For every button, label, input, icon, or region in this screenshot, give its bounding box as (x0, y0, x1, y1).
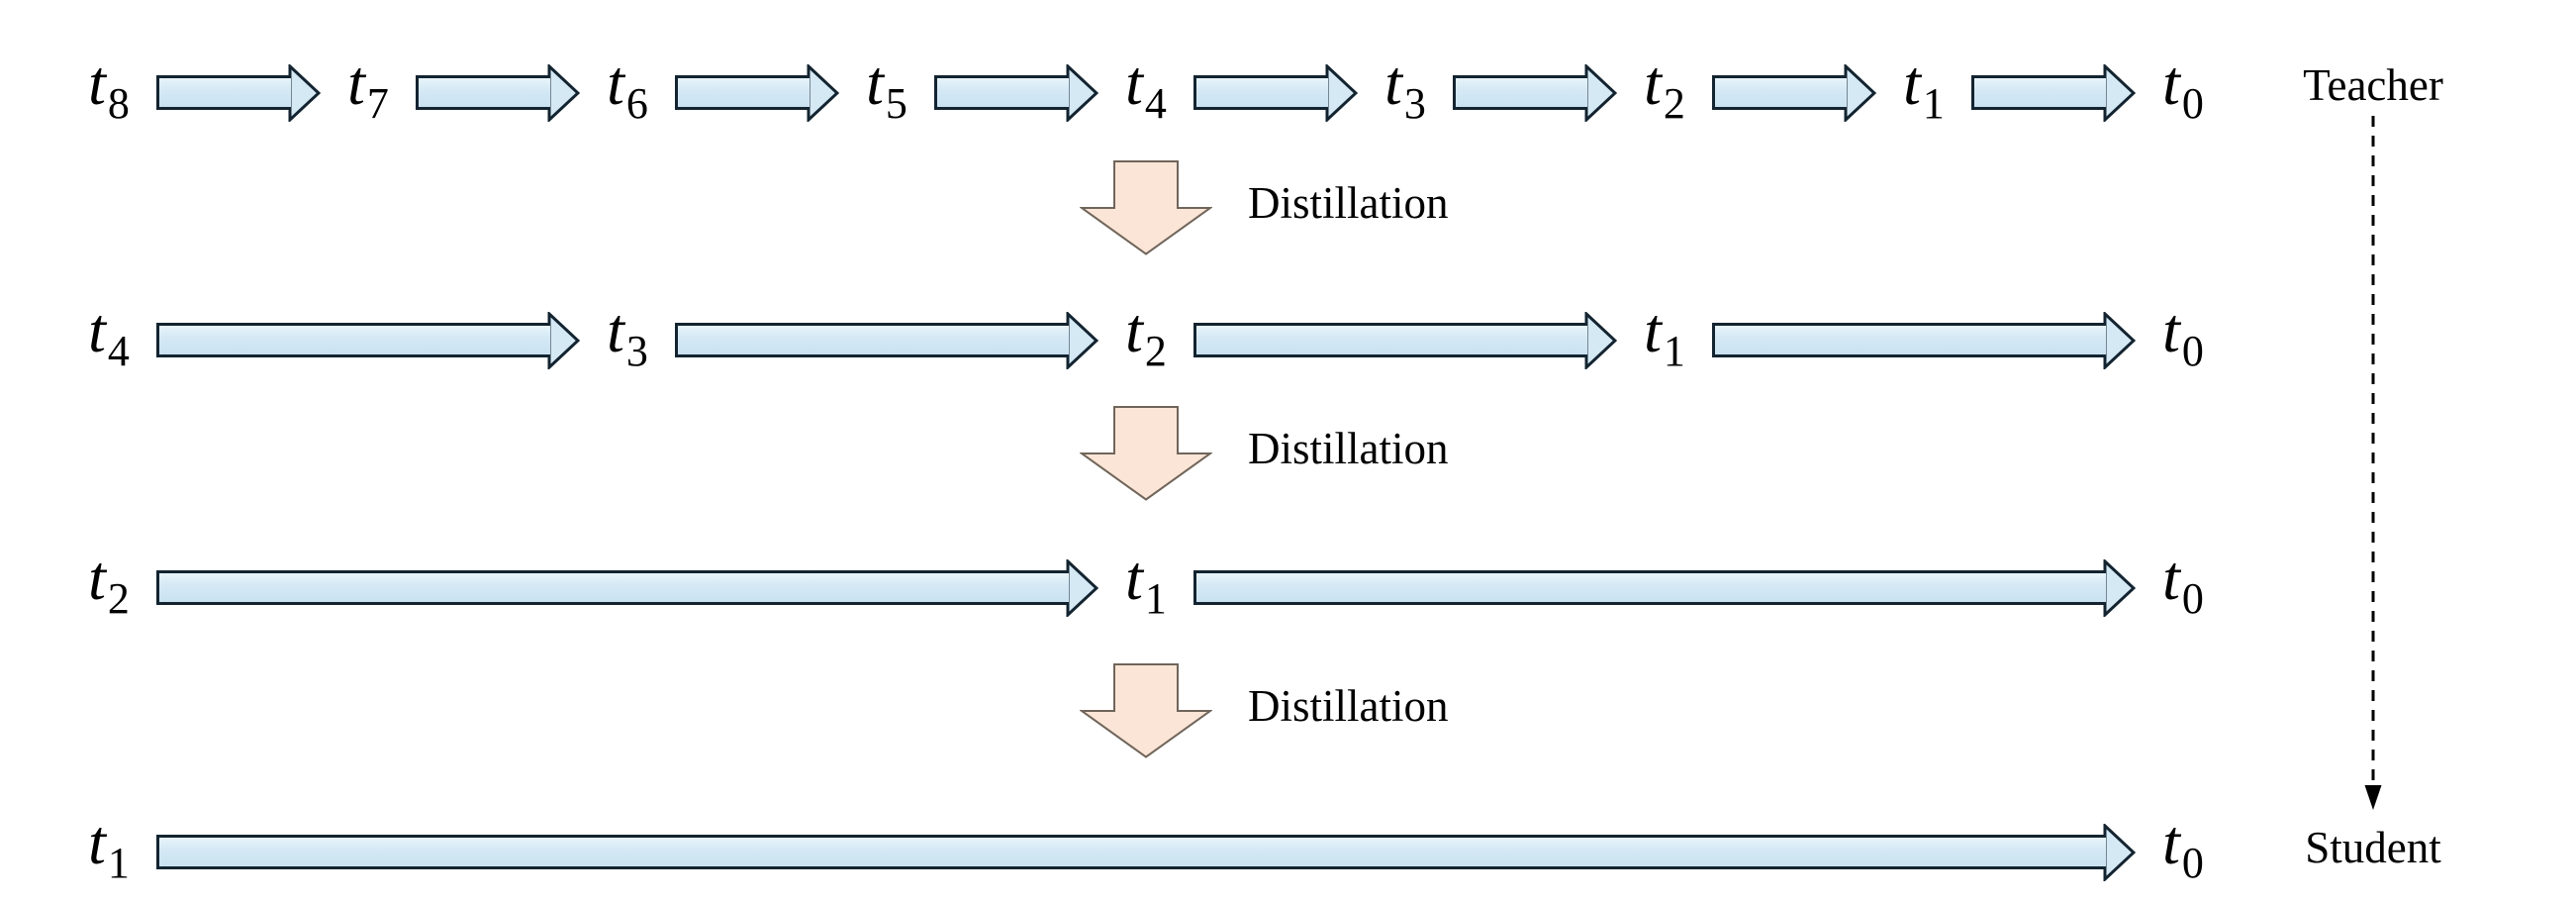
timestep-label: t0 (2162, 807, 2204, 887)
timestep-label: t8 (88, 48, 130, 128)
step-arrow-icon (1971, 63, 2136, 122)
timestep-label: t2 (1644, 48, 1685, 128)
timestep-label: t1 (88, 807, 130, 887)
distillation-label: Distillation (1248, 681, 1449, 731)
timestep-label: t6 (607, 48, 648, 128)
step-arrow-icon (1193, 63, 1358, 122)
timestep-label: t0 (2162, 48, 2204, 128)
timestep-label: t5 (866, 48, 907, 128)
timestep-label: t4 (88, 295, 130, 375)
timestep-label: t4 (1125, 48, 1167, 128)
timestep-label: t7 (347, 48, 389, 128)
step-arrow-icon (416, 63, 580, 122)
timestep-label: t3 (607, 295, 648, 375)
timestep-label: t2 (1125, 295, 1167, 375)
step-arrow-icon (1193, 558, 2136, 617)
step-arrow-icon (1193, 311, 1617, 369)
timestep-label: t0 (2162, 295, 2204, 375)
step-arrow-icon (156, 63, 321, 122)
distillation-label: Distillation (1248, 424, 1449, 473)
teacher-label: Teacher (2303, 60, 2443, 110)
timestep-label: t2 (88, 543, 130, 623)
teacher-student-dashed-arrow-icon (2364, 116, 2382, 810)
distillation-step: Distillation (1080, 663, 1449, 758)
step-arrow-icon (675, 311, 1098, 369)
student-label: Student (2305, 823, 2441, 872)
teacher-steps-row: t8 t7 t6 t5 t4 t3 t2 t1 t0 (74, 51, 2218, 126)
distilled-steps-row-2: t2 t1 t0 (74, 547, 2218, 621)
step-arrow-icon (156, 823, 2136, 881)
timestep-label: t0 (2162, 543, 2204, 623)
step-arrow-icon (934, 63, 1098, 122)
distillation-label: Distillation (1248, 178, 1449, 228)
distillation-step: Distillation (1080, 160, 1449, 255)
timestep-label: t1 (1644, 295, 1685, 375)
distillation-arrow-icon (1080, 406, 1212, 501)
distillation-step: Distillation (1080, 406, 1449, 501)
distillation-arrow-icon (1080, 663, 1212, 758)
timestep-label: t1 (1903, 48, 1945, 128)
step-arrow-icon (1712, 311, 2136, 369)
step-arrow-icon (1712, 63, 1876, 122)
step-arrow-icon (1453, 63, 1617, 122)
student-steps-row: t1 t0 (74, 811, 2218, 885)
timestep-label: t1 (1125, 543, 1167, 623)
step-arrow-icon (156, 311, 580, 369)
distillation-arrow-icon (1080, 160, 1212, 255)
timestep-label: t3 (1384, 48, 1426, 128)
step-arrow-icon (156, 558, 1098, 617)
distilled-steps-row-1: t4 t3 t2 t1 t0 (74, 299, 2218, 373)
step-arrow-icon (675, 63, 839, 122)
